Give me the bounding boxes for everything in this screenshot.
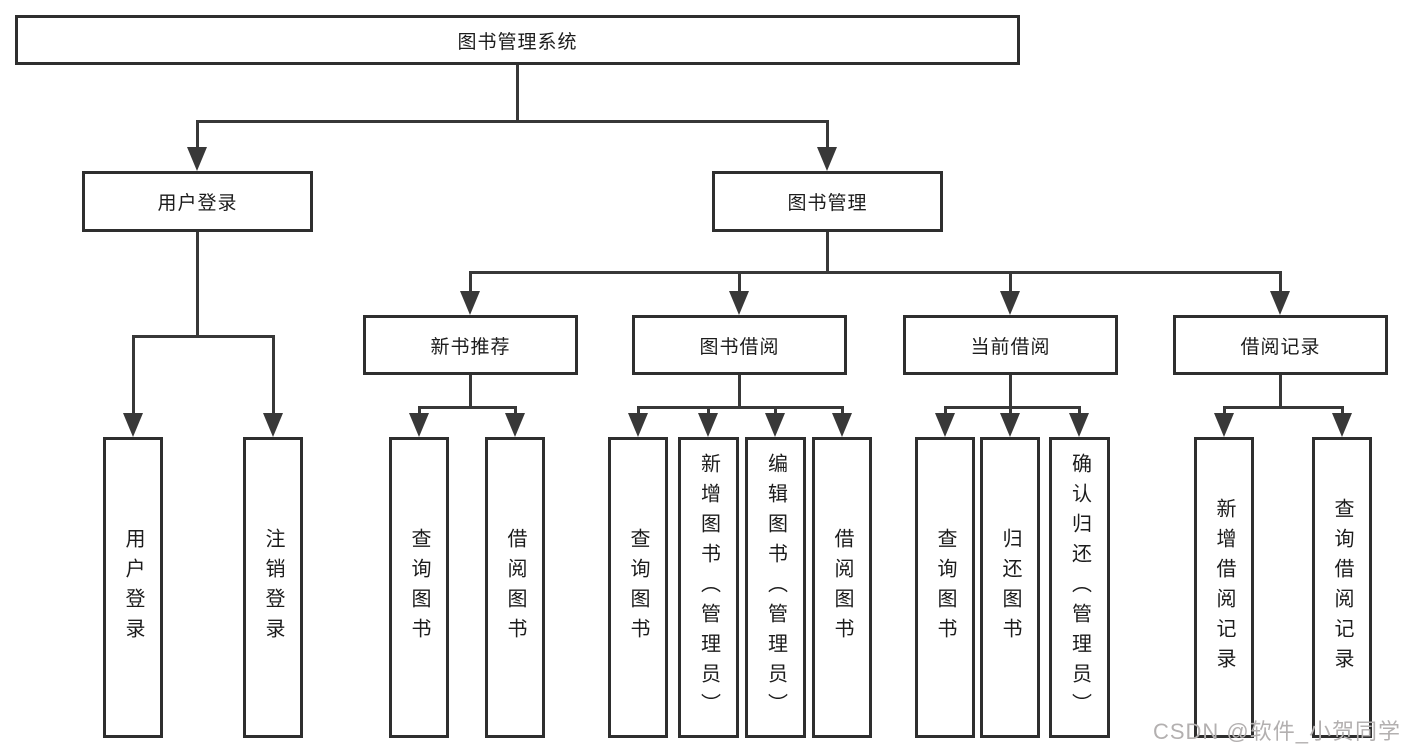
connector-line — [1078, 406, 1081, 418]
leaf-current-confirm-label: 确认归还（管理员） — [1068, 452, 1091, 723]
connector-line — [1223, 406, 1344, 409]
connector-line — [826, 232, 829, 274]
leaf-borrow-borrow-label: 借阅图书 — [831, 527, 853, 648]
connector-line — [738, 271, 741, 294]
connector-line — [196, 120, 199, 150]
arrowhead-icon — [1069, 413, 1089, 437]
connector-line — [469, 271, 472, 294]
connector-line — [774, 406, 777, 418]
node-book-borrow-label: 图书借阅 — [699, 336, 780, 358]
connector-line — [418, 406, 517, 409]
leaf-logout: 注销登录 — [243, 437, 303, 738]
node-root: 图书管理系统 — [15, 15, 1020, 65]
node-borrow-records-label: 借阅记录 — [1240, 336, 1321, 358]
watermark: CSDN @软件_小贺同学 — [1152, 719, 1401, 744]
connector-line — [637, 406, 844, 409]
connector-line — [132, 335, 135, 416]
leaf-current-confirm: 确认归还（管理员） — [1049, 437, 1110, 738]
leaf-newbooks-query-label: 查询图书 — [408, 527, 430, 648]
node-book-mgmt-label: 图书管理 — [787, 193, 868, 214]
leaf-current-return: 归还图书 — [980, 437, 1040, 738]
arrowhead-icon — [935, 413, 955, 437]
arrowhead-icon — [1270, 291, 1290, 315]
leaf-records-add: 新增借阅记录 — [1194, 437, 1254, 738]
connector-line — [1009, 406, 1012, 418]
arrowhead-icon — [628, 413, 648, 437]
connector-line — [132, 335, 275, 338]
leaf-borrow-edit-label: 编辑图书（管理员） — [764, 452, 787, 723]
node-book-mgmt: 图书管理 — [712, 171, 943, 232]
arrowhead-icon — [263, 413, 283, 437]
leaf-borrow-borrow: 借阅图书 — [812, 437, 872, 738]
node-new-books-label: 新书推荐 — [430, 336, 511, 358]
leaf-records-add-label: 新增借阅记录 — [1213, 497, 1235, 678]
connector-line — [944, 406, 1081, 409]
connector-line — [637, 406, 640, 418]
connector-line — [707, 406, 710, 418]
connector-line — [272, 335, 275, 416]
connector-line — [469, 271, 1282, 274]
arrowhead-icon — [1332, 413, 1352, 437]
connector-line — [1279, 271, 1282, 294]
connector-line — [469, 375, 472, 408]
node-current-borrow-label: 当前借阅 — [970, 336, 1051, 358]
leaf-records-query-label: 查询借阅记录 — [1331, 497, 1353, 678]
connector-line — [1279, 375, 1282, 408]
leaf-current-query: 查询图书 — [915, 437, 975, 738]
connector-line — [944, 406, 947, 418]
connector-line — [738, 375, 741, 408]
leaf-borrow-query: 查询图书 — [608, 437, 668, 738]
leaf-newbooks-borrow: 借阅图书 — [485, 437, 545, 738]
leaf-newbooks-query: 查询图书 — [389, 437, 449, 738]
leaf-current-query-label: 查询图书 — [934, 527, 956, 648]
arrowhead-icon — [729, 291, 749, 315]
arrowhead-icon — [765, 413, 785, 437]
connector-line — [514, 406, 517, 418]
node-book-borrow: 图书借阅 — [632, 315, 847, 375]
node-borrow-records: 借阅记录 — [1173, 315, 1388, 375]
connector-line — [841, 406, 844, 418]
connector-line — [196, 232, 199, 338]
node-new-books: 新书推荐 — [363, 315, 578, 375]
node-user-login-label: 用户登录 — [157, 193, 238, 214]
leaf-borrow-edit: 编辑图书（管理员） — [745, 437, 806, 738]
leaf-user-login-label: 用户登录 — [122, 527, 144, 648]
arrowhead-icon — [817, 147, 837, 171]
arrowhead-icon — [505, 413, 525, 437]
connector-line — [516, 65, 519, 123]
arrowhead-icon — [187, 147, 207, 171]
leaf-newbooks-borrow-label: 借阅图书 — [504, 527, 526, 648]
connector-line — [1009, 375, 1012, 408]
leaf-borrow-query-label: 查询图书 — [627, 527, 649, 648]
connector-line — [196, 120, 829, 123]
connector-line — [826, 120, 829, 150]
leaf-records-query: 查询借阅记录 — [1312, 437, 1372, 738]
leaf-borrow-add-label: 新增图书（管理员） — [697, 452, 720, 723]
node-current-borrow: 当前借阅 — [903, 315, 1118, 375]
connector-line — [1009, 271, 1012, 294]
arrowhead-icon — [832, 413, 852, 437]
arrowhead-icon — [1214, 413, 1234, 437]
node-root-label: 图书管理系统 — [457, 31, 578, 53]
arrowhead-icon — [460, 291, 480, 315]
leaf-user-login: 用户登录 — [103, 437, 163, 738]
arrowhead-icon — [698, 413, 718, 437]
connector-line — [1223, 406, 1226, 418]
connector-line — [1341, 406, 1344, 418]
arrowhead-icon — [409, 413, 429, 437]
leaf-borrow-add: 新增图书（管理员） — [678, 437, 739, 738]
node-user-login: 用户登录 — [82, 171, 313, 232]
arrowhead-icon — [1000, 291, 1020, 315]
leaf-current-return-label: 归还图书 — [999, 527, 1021, 648]
arrowhead-icon — [1000, 413, 1020, 437]
arrowhead-icon — [123, 413, 143, 437]
connector-line — [418, 406, 421, 418]
leaf-logout-label: 注销登录 — [262, 527, 284, 648]
